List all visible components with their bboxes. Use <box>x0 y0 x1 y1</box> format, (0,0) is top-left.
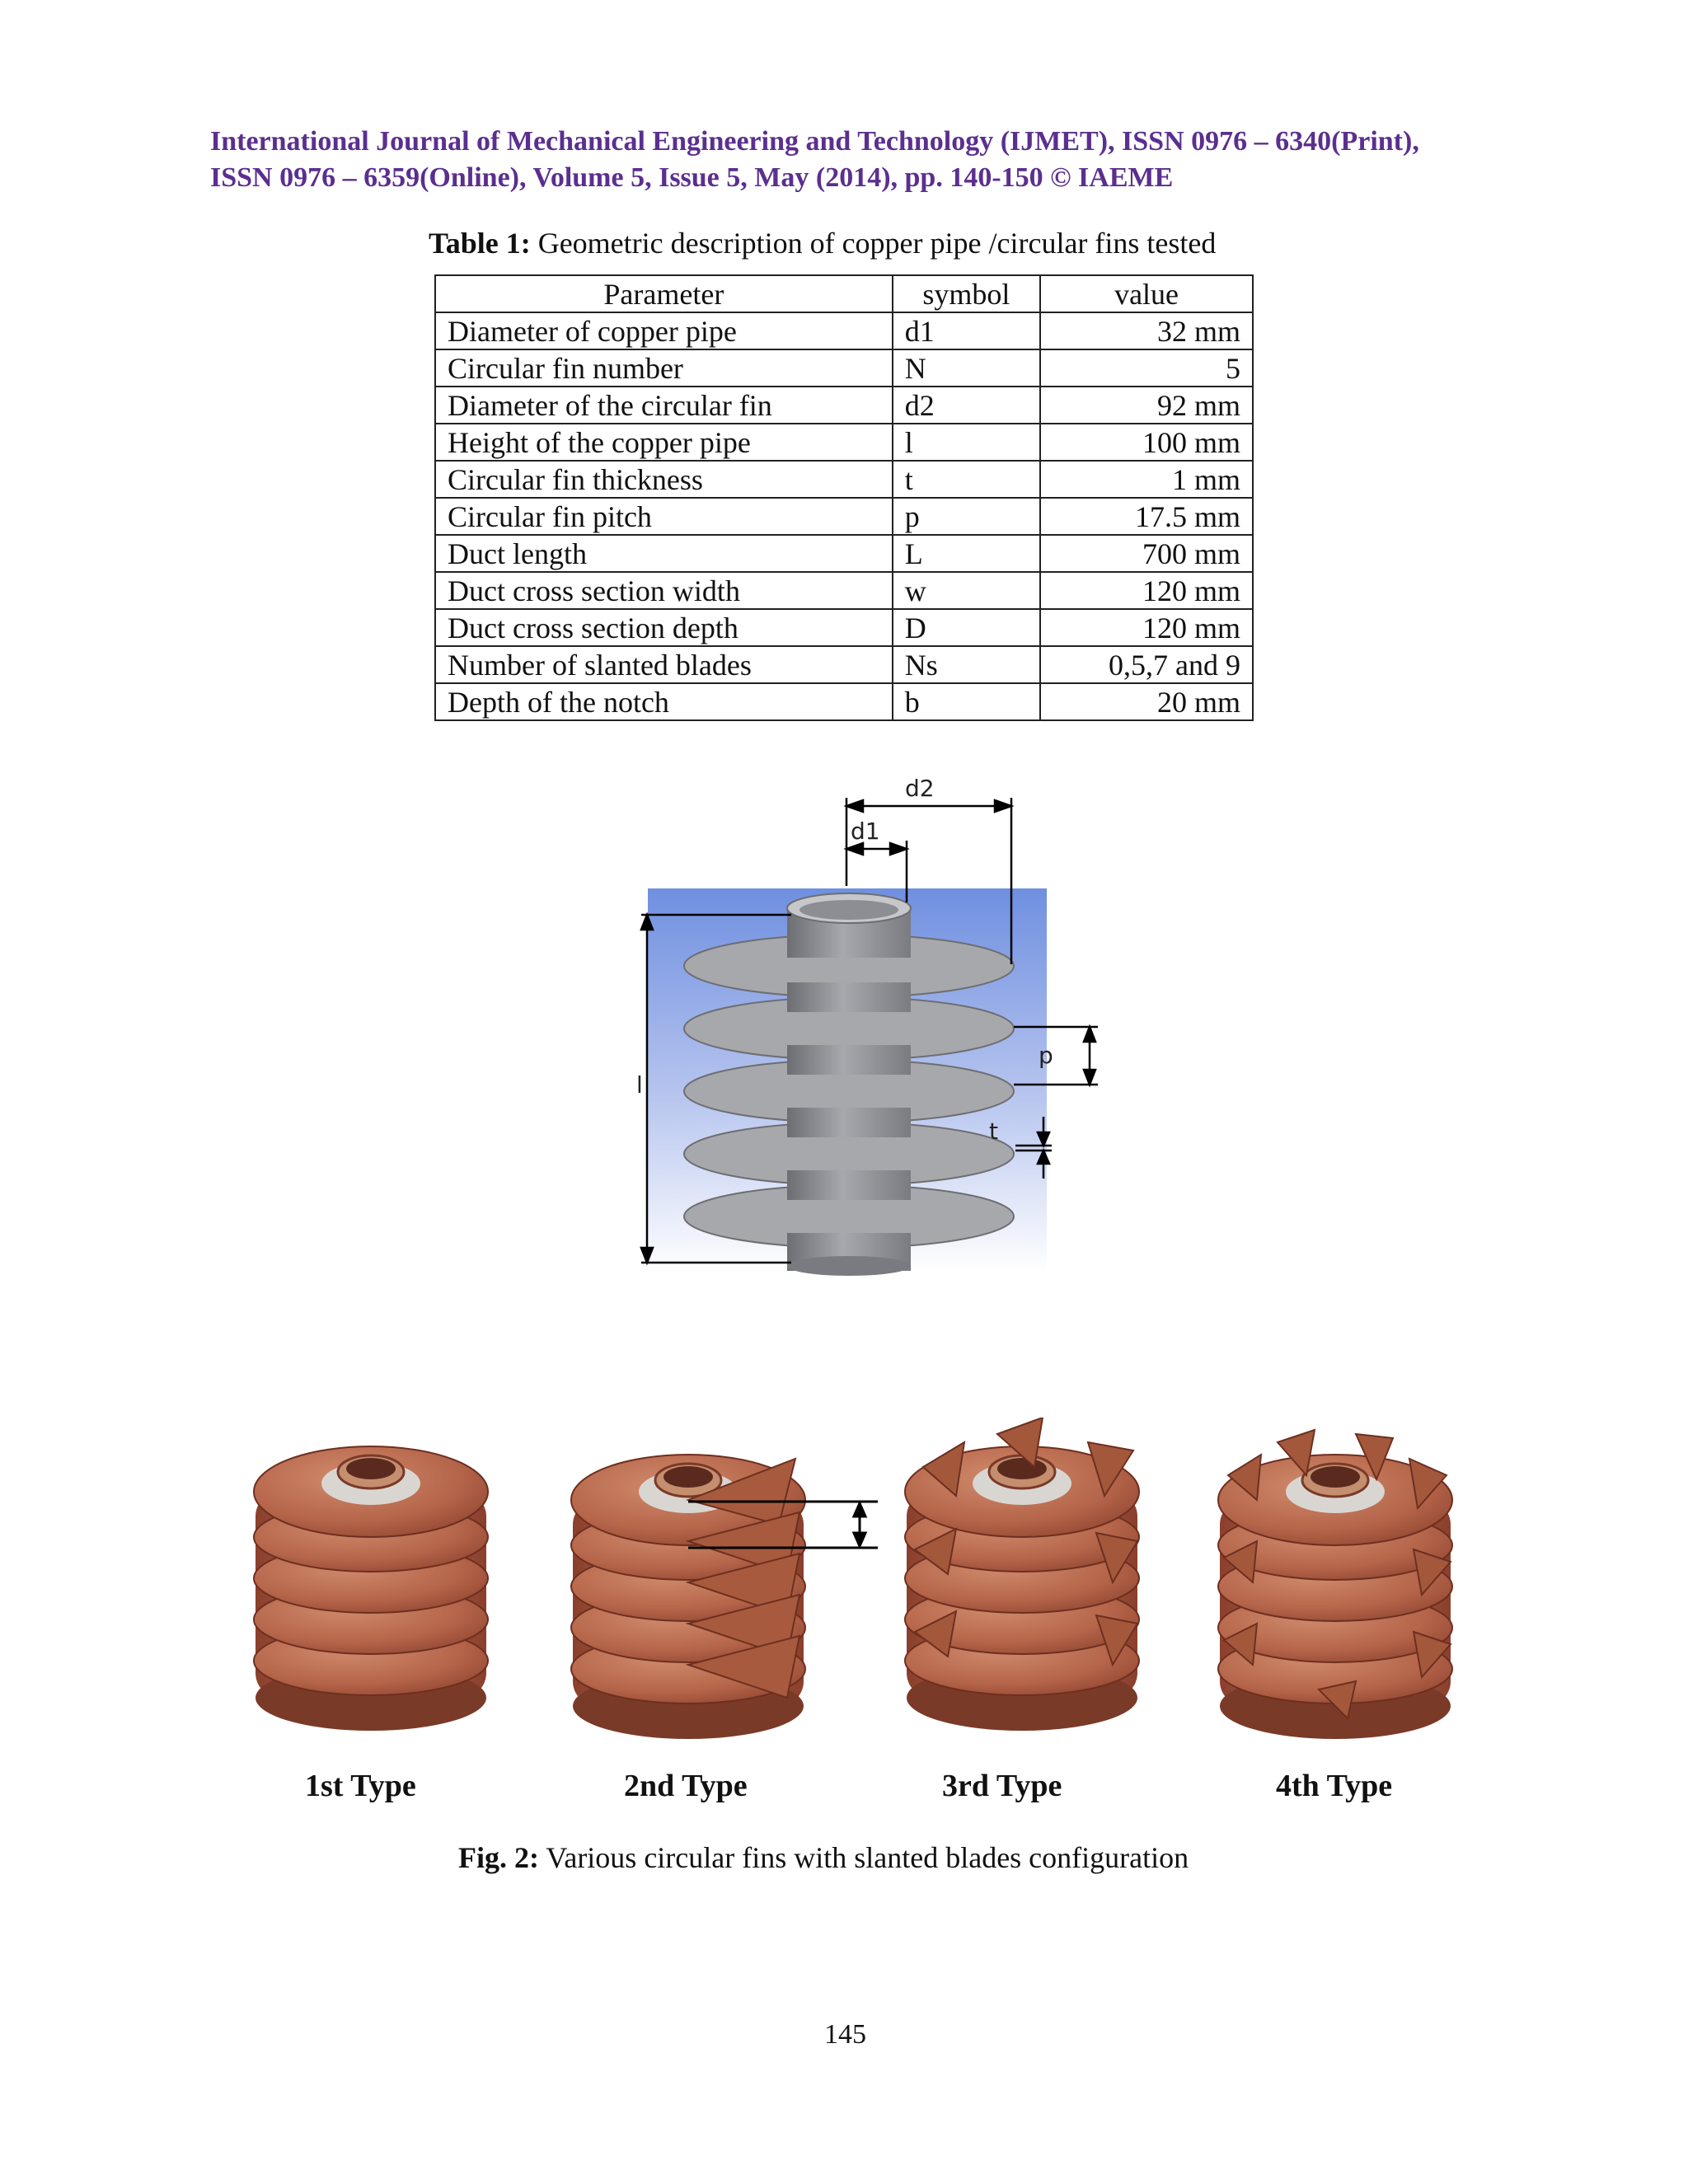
figure-caption: Fig. 2: Various circular fins with slant… <box>458 1840 1189 1875</box>
fin-type-1-photo <box>252 1445 490 1732</box>
d2-arrow-left <box>843 799 865 813</box>
value-cell: 5 <box>1039 349 1254 387</box>
pipe-segment <box>787 1045 911 1075</box>
l-arrow-bottom <box>640 1246 654 1266</box>
page-number: 145 <box>824 2019 866 2050</box>
value-cell: 1 mm <box>1039 460 1254 499</box>
fin-type-3-photo <box>903 1418 1141 1732</box>
parameter-cell: Number of slanted blades <box>434 645 893 684</box>
journal-header: International Journal of Mechanical Engi… <box>210 124 1496 196</box>
value-cell: 100 mm <box>1039 423 1254 462</box>
value-cell: 700 mm <box>1039 534 1254 573</box>
symbol-cell: N <box>891 349 1042 387</box>
pipe-opening <box>799 900 898 920</box>
value-cell: 20 mm <box>1039 682 1254 721</box>
figure-caption-label: Fig. 2: <box>458 1841 539 1874</box>
parameter-cell: Height of the copper pipe <box>434 423 893 462</box>
fin-type-4-photo <box>1217 1428 1454 1741</box>
table-caption-label: Table 1: <box>429 227 531 260</box>
t-arrow-bottom <box>1036 1147 1051 1165</box>
type-label-1: 1st Type <box>305 1769 416 1803</box>
fin-types-photos <box>252 1418 1454 1741</box>
fin-schematic-diagram: d2 d1 p t l <box>636 775 1098 1276</box>
parameter-table: Parameter symbol value Diameter of coppe… <box>434 274 1254 721</box>
table-caption: Table 1: Geometric description of copper… <box>429 223 1216 264</box>
pipe-segment <box>787 982 911 1012</box>
type-label-3: 3rd Type <box>942 1769 1062 1803</box>
d2-arrow-right <box>993 799 1015 813</box>
table-caption-text: Geometric description of copper pipe /ci… <box>530 227 1217 260</box>
l-label: l <box>636 1071 643 1099</box>
parameter-cell: Circular fin pitch <box>434 497 893 536</box>
p-label: p <box>1039 1042 1053 1069</box>
parameter-cell: Duct length <box>434 534 893 573</box>
symbol-cell: p <box>891 497 1042 536</box>
symbol-cell: l <box>891 423 1042 462</box>
circular-fins <box>683 934 1015 1249</box>
pipe-segment <box>787 1108 911 1137</box>
l-arrow-top <box>640 912 654 931</box>
column-header-parameter: Parameter <box>434 274 893 313</box>
symbol-cell: b <box>891 682 1042 721</box>
d1-arrow-right <box>889 841 910 856</box>
t-arrow-top <box>1036 1131 1051 1149</box>
type-label-2: 2nd Type <box>624 1769 748 1803</box>
fin-type-2-photo <box>570 1453 878 1741</box>
parameter-cell: Circular fin number <box>434 349 893 387</box>
parameter-cell: Circular fin thickness <box>434 460 893 499</box>
symbol-cell: d2 <box>891 386 1042 424</box>
pipe-segment <box>787 1170 911 1200</box>
d1-label: d1 <box>851 818 880 845</box>
column-header-symbol: symbol <box>891 274 1042 313</box>
symbol-cell: t <box>891 460 1042 499</box>
parameter-cell: Duct cross section depth <box>434 608 893 647</box>
value-cell: 17.5 mm <box>1039 497 1254 536</box>
d2-label: d2 <box>905 775 935 802</box>
journal-header-line1: International Journal of Mechanical Engi… <box>210 126 1419 157</box>
symbol-cell: Ns <box>891 645 1042 684</box>
parameter-cell: Duct cross section width <box>434 571 893 610</box>
symbol-cell: w <box>891 571 1042 610</box>
p-arrow-top <box>1082 1024 1097 1043</box>
value-cell: 32 mm <box>1039 312 1254 350</box>
value-cell: 92 mm <box>1039 386 1254 424</box>
pipe-bottom <box>787 1256 911 1276</box>
type-label-4: 4th Type <box>1276 1769 1393 1803</box>
d1-arrow-left <box>843 841 865 856</box>
column-header-value: value <box>1039 274 1254 313</box>
p-arrow-bottom <box>1082 1068 1097 1088</box>
parameter-cell: Depth of the notch <box>434 682 893 721</box>
parameter-cell: Diameter of copper pipe <box>434 312 893 350</box>
symbol-cell: L <box>891 534 1042 573</box>
journal-header-line2: ISSN 0976 – 6359(Online), Volume 5, Issu… <box>210 162 1174 193</box>
value-cell: 120 mm <box>1039 571 1254 610</box>
symbol-cell: D <box>891 608 1042 647</box>
symbol-cell: d1 <box>891 312 1042 350</box>
value-cell: 0,5,7 and 9 <box>1039 645 1254 684</box>
t-label: t <box>989 1118 998 1145</box>
value-cell: 120 mm <box>1039 608 1254 647</box>
parameter-cell: Diameter of the circular fin <box>434 386 893 424</box>
table-header-row: Parameter symbol value <box>434 274 1254 313</box>
figure-caption-text: Various circular fins with slanted blade… <box>538 1841 1189 1874</box>
